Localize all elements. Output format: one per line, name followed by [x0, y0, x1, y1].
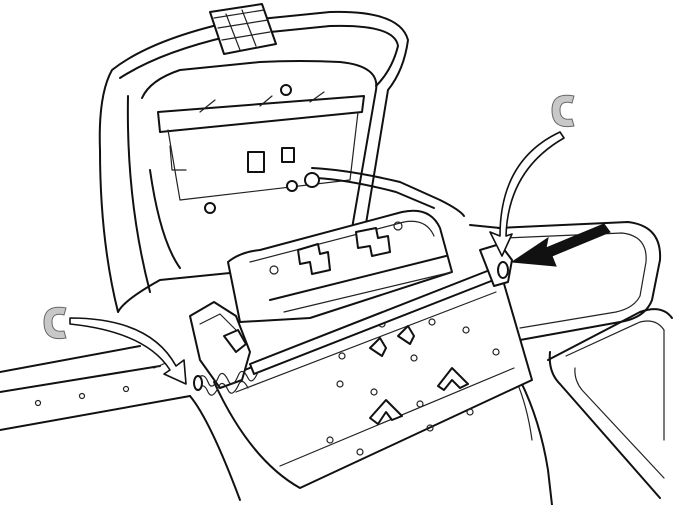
storage-tray [227, 209, 453, 323]
retaining-clip-right [551, 94, 575, 128]
c-clip-icon [551, 94, 575, 128]
right-tray-frame [469, 221, 673, 499]
left-rail [0, 345, 191, 431]
curved-arrow-right [489, 131, 565, 257]
c-clip-icon [43, 306, 67, 340]
spring [193, 370, 259, 396]
solid-arrow [510, 223, 611, 267]
left-hinge-bracket [153, 301, 251, 389]
cable [304, 167, 465, 217]
front-panel [213, 269, 533, 489]
curved-arrow-icon [69, 317, 187, 385]
curved-arrow-left [69, 317, 187, 385]
lid-strap [209, 3, 277, 55]
solid-arrow-icon [510, 223, 611, 267]
retaining-clip-left [43, 306, 67, 340]
curved-arrow-icon [489, 131, 565, 257]
